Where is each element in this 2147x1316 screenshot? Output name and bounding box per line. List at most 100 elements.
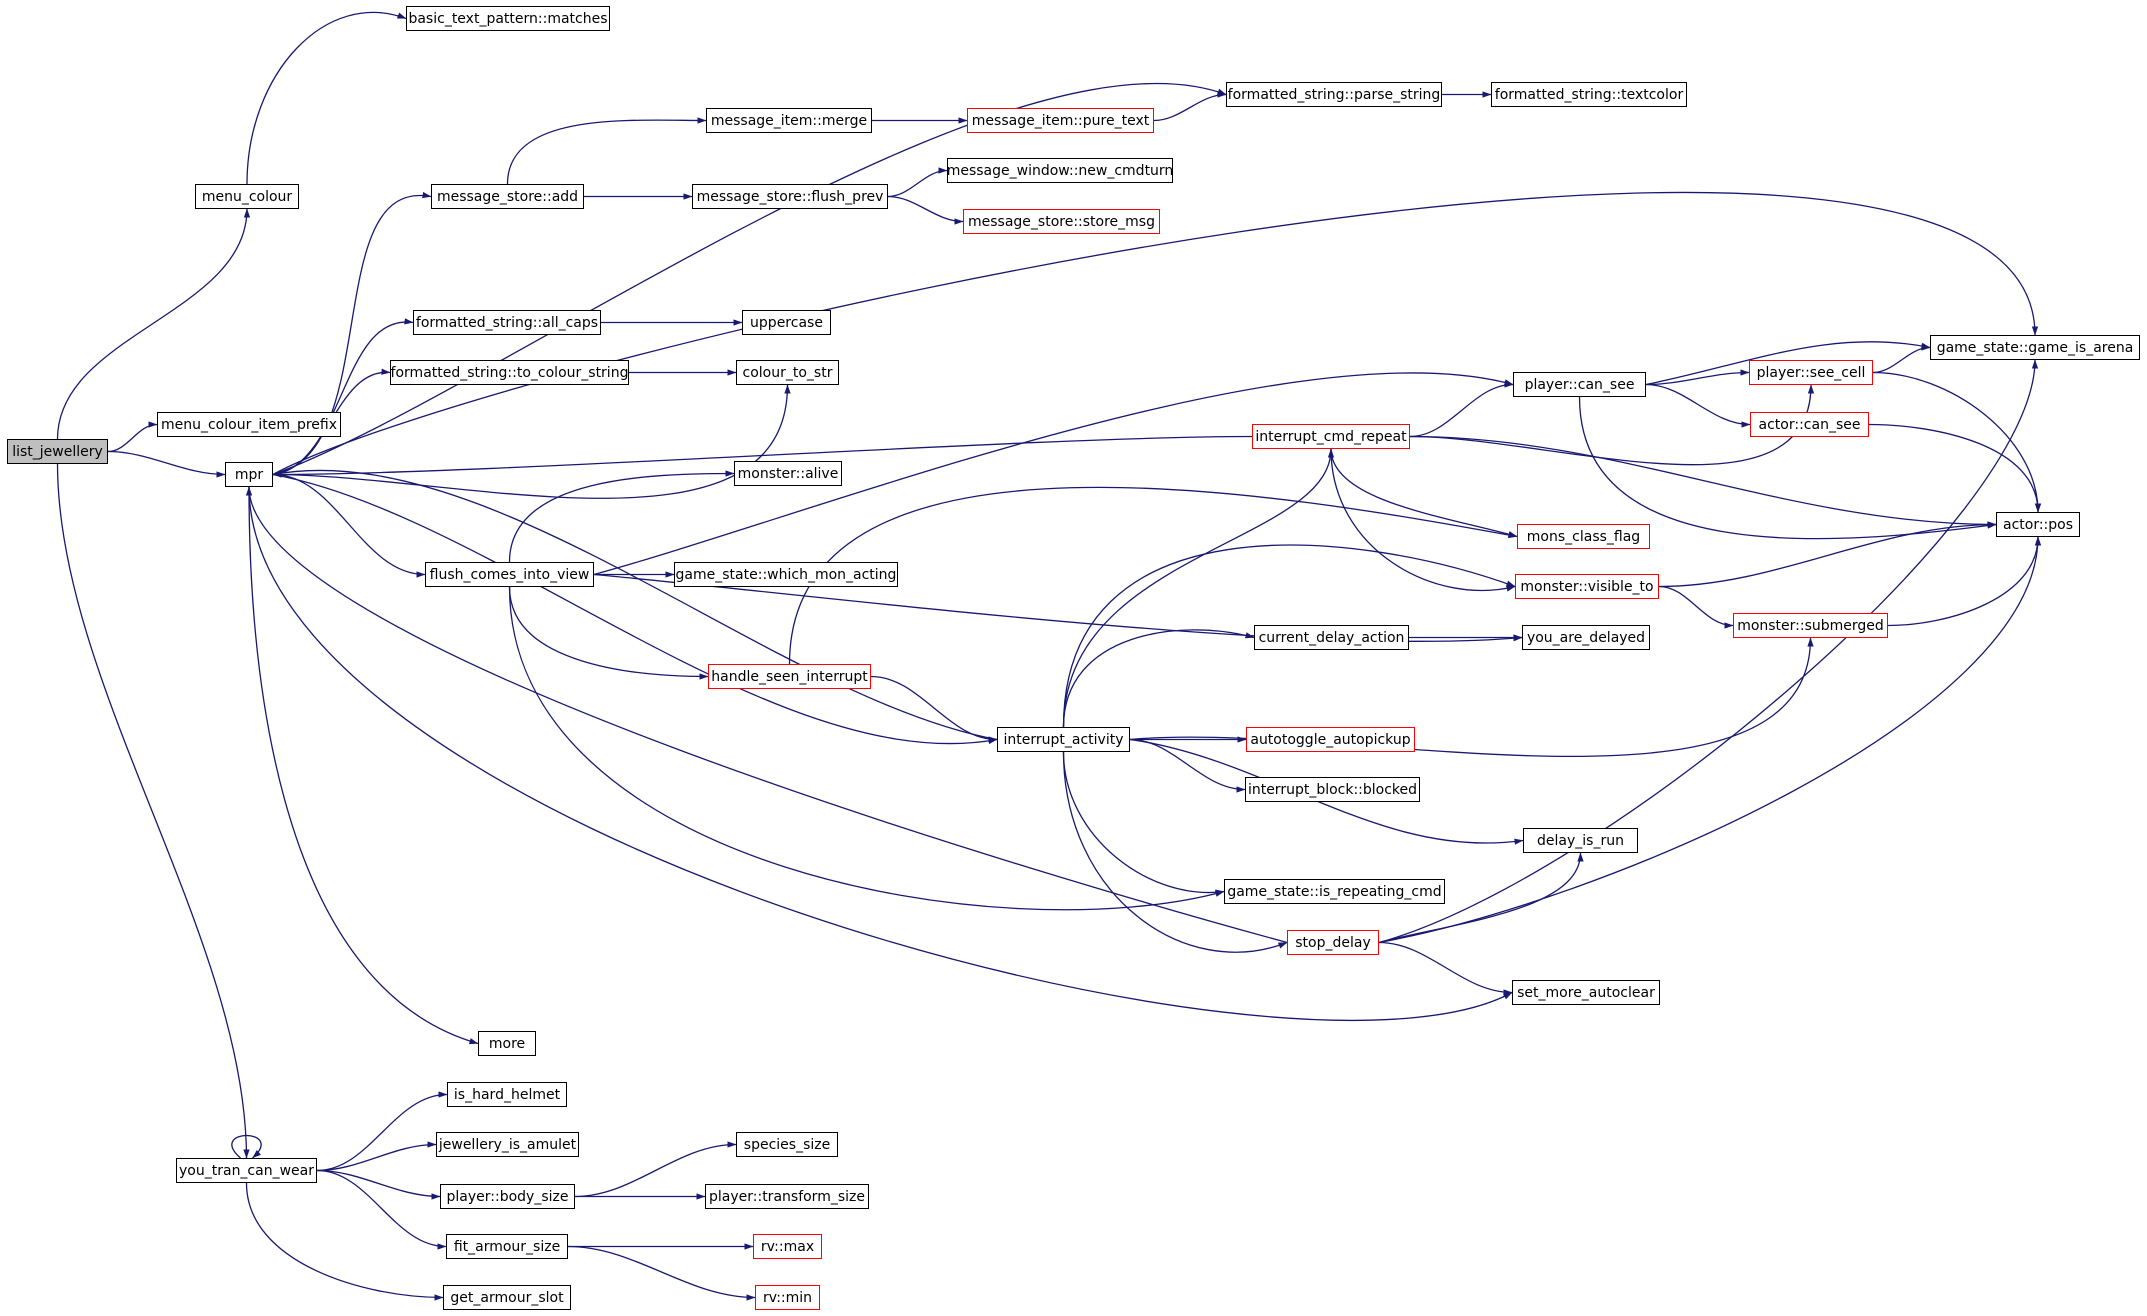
edge-fit-armour-size-to-rv-min	[567, 1245, 756, 1301]
edge-message-item-pure-text-to-formatted-string-parse-string	[1153, 91, 1227, 122]
node-game-state-which-mon-acting[interactable]: game_state::which_mon_acting	[674, 562, 898, 587]
edge-interrupt-activity-to-monster-submerged	[1129, 637, 1814, 758]
edge-list-jewellery-to-menu-colour	[56, 208, 251, 440]
node-rv-max[interactable]: rv::max	[753, 1234, 822, 1259]
node-formatted-string-textcolor[interactable]: formatted_string::textcolor	[1491, 82, 1687, 107]
edge-you-tran-can-wear-to-is-hard-helmet	[316, 1091, 448, 1172]
edge-player-can-see-to-actor-can-see	[1645, 383, 1751, 428]
edge-interrupt-cmd-repeat-to-mpr	[272, 435, 1253, 478]
edge-stop-delay-to-actor-pos	[1378, 536, 2042, 944]
node-fit-armour-size[interactable]: fit_armour_size	[446, 1234, 568, 1259]
node-mpr[interactable]: mpr	[225, 462, 273, 487]
node-monster-visible-to[interactable]: monster::visible_to	[1515, 574, 1659, 599]
node-player-see-cell[interactable]: player::see_cell	[1749, 360, 1873, 385]
node-interrupt-cmd-repeat[interactable]: interrupt_cmd_repeat	[1252, 424, 1410, 449]
node-message-store-store-msg[interactable]: message_store::store_msg	[963, 209, 1160, 234]
edge-interrupt-activity-to-interrupt-block-blocked	[1129, 738, 1246, 793]
edge-interrupt-cmd-repeat-to-monster-visible-to	[1330, 448, 1516, 592]
node-actor-pos[interactable]: actor::pos	[1996, 512, 2080, 537]
node-uppercase[interactable]: uppercase	[742, 310, 831, 335]
node-you-are-delayed[interactable]: you_are_delayed	[1522, 625, 1650, 650]
node-interrupt-block-blocked[interactable]: interrupt_block::blocked	[1245, 777, 1420, 802]
edge-you-tran-can-wear-to-jewellery-is-amulet	[316, 1141, 437, 1172]
node-player-transform-size[interactable]: player::transform_size	[705, 1184, 869, 1209]
node-message-store-add[interactable]: message_store::add	[431, 184, 584, 209]
edge-interrupt-activity-to-mpr	[272, 469, 998, 741]
edge-you-tran-can-wear-to-player-body-size	[316, 1169, 441, 1200]
node-flush-comes-into-view[interactable]: flush_comes_into_view	[425, 562, 594, 587]
node-formatted-string-parse-string[interactable]: formatted_string::parse_string	[1226, 82, 1442, 107]
node-actor-can-see[interactable]: actor::can_see	[1750, 412, 1869, 437]
node-message-window-new-cmdturn[interactable]: message_window::new_cmdturn	[947, 158, 1173, 183]
edge-interrupt-cmd-repeat-to-player-can-see	[1409, 381, 1514, 438]
node-autotoggle-autopickup[interactable]: autotoggle_autopickup	[1246, 727, 1415, 752]
edge-player-can-see-to-actor-pos	[1578, 396, 1997, 540]
edge-mpr-to-colour-to-str	[272, 384, 791, 499]
edge-you-tran-can-wear-to-get-armour-slot	[245, 1182, 444, 1301]
node-formatted-string-to-colour-string[interactable]: formatted_string::to_colour_string	[390, 360, 629, 385]
node-basic-text-pattern-matches[interactable]: basic_text_pattern::matches	[406, 6, 610, 31]
node-species-size[interactable]: species_size	[736, 1132, 838, 1157]
edge-mpr-to-more	[248, 486, 479, 1045]
edge-handle-seen-interrupt-to-interrupt-activity	[870, 675, 998, 743]
node-monster-submerged[interactable]: monster::submerged	[1733, 613, 1888, 638]
edge-interrupt-activity-to-game-state-is-repeating-cmd	[1062, 751, 1225, 896]
edge-message-store-flush-prev-to-message-store-store-msg	[887, 195, 964, 225]
edge-list-jewellery-to-mpr	[107, 450, 226, 478]
node-delay-is-run[interactable]: delay_is_run	[1523, 828, 1638, 853]
node-you-tran-can-wear[interactable]: you_tran_can_wear	[176, 1158, 317, 1183]
edge-message-store-flush-prev-to-message-window-new-cmdturn	[887, 167, 948, 198]
edge-player-can-see-to-player-see-cell	[1645, 369, 1750, 386]
edge-stop-delay-to-delay-is-run	[1378, 852, 1584, 944]
edge-you-tran-can-wear-to-you-tran-can-wear	[231, 1134, 262, 1159]
edge-actor-can-see-to-actor-pos	[1868, 423, 2042, 513]
edge-flush-comes-into-view-to-handle-seen-interrupt	[508, 586, 709, 680]
node-game-state-game-is-arena[interactable]: game_state::game_is_arena	[1930, 335, 2140, 360]
edge-stop-delay-to-mpr	[245, 486, 1288, 944]
node-game-state-is-repeating-cmd[interactable]: game_state::is_repeating_cmd	[1224, 879, 1445, 904]
edge-player-body-size-to-species-size	[574, 1141, 737, 1198]
edge-mpr-to-formatted-string-parse-string	[272, 82, 1227, 476]
node-message-item-pure-text[interactable]: message_item::pure_text	[967, 108, 1154, 133]
edge-list-jewellery-to-menu-colour-item-prefix	[107, 421, 158, 453]
node-interrupt-activity[interactable]: interrupt_activity	[997, 727, 1130, 752]
edge-player-see-cell-to-game-state-game-is-arena	[1872, 344, 1931, 374]
node-jewellery-is-amulet[interactable]: jewellery_is_amulet	[436, 1132, 579, 1157]
node-get-armour-slot[interactable]: get_armour_slot	[443, 1285, 571, 1310]
node-player-can-see[interactable]: player::can_see	[1513, 372, 1646, 397]
node-message-store-flush-prev[interactable]: message_store::flush_prev	[692, 184, 888, 209]
edge-flush-comes-into-view-to-monster-alive	[508, 470, 735, 563]
edge-list-jewellery-to-you-tran-can-wear	[56, 463, 250, 1159]
edge-mpr-to-formatted-string-all-caps	[272, 318, 414, 476]
edge-interrupt-activity-to-delay-is-run	[1129, 738, 1524, 845]
edge-stop-delay-to-set-more-autoclear	[1378, 941, 1513, 996]
edge-menu-colour-to-basic-text-pattern-matches	[246, 11, 407, 185]
edge-interrupt-activity-to-monster-visible-to	[1062, 544, 1516, 728]
edge-player-can-see-to-game-state-game-is-arena	[1645, 341, 1931, 386]
node-mons-class-flag[interactable]: mons_class_flag	[1517, 524, 1650, 549]
edge-message-store-add-to-message-item-merge	[506, 117, 707, 185]
node-menu-colour[interactable]: menu_colour	[195, 184, 299, 209]
node-set-more-autoclear[interactable]: set_more_autoclear	[1512, 980, 1660, 1005]
edge-mpr-to-interrupt-activity	[272, 473, 998, 745]
node-colour-to-str[interactable]: colour_to_str	[736, 360, 839, 385]
node-formatted-string-all-caps[interactable]: formatted_string::all_caps	[413, 310, 601, 335]
node-monster-alive[interactable]: monster::alive	[734, 461, 842, 486]
edge-monster-visible-to-to-monster-submerged	[1658, 585, 1734, 629]
node-list-jewellery[interactable]: list_jewellery	[7, 439, 108, 464]
edge-monster-submerged-to-actor-pos	[1887, 536, 2042, 627]
edge-monster-visible-to-to-actor-pos	[1658, 521, 1997, 588]
edge-flush-comes-into-view-to-game-state-is-repeating-cmd	[508, 586, 1225, 911]
node-stop-delay[interactable]: stop_delay	[1287, 930, 1379, 955]
node-is-hard-helmet[interactable]: is_hard_helmet	[447, 1082, 567, 1107]
edge-mpr-to-game-state-game-is-arena	[272, 191, 2039, 476]
node-player-body-size[interactable]: player::body_size	[440, 1184, 575, 1209]
node-message-item-merge[interactable]: message_item::merge	[706, 108, 872, 133]
node-handle-seen-interrupt[interactable]: handle_seen_interrupt	[708, 664, 871, 689]
edge-interrupt-cmd-repeat-to-actor-pos	[1409, 435, 1997, 528]
node-more[interactable]: more	[478, 1031, 536, 1056]
node-menu-colour-item-prefix[interactable]: menu_colour_item_prefix	[157, 412, 341, 437]
node-current-delay-action[interactable]: current_delay_action	[1254, 625, 1409, 650]
node-rv-min[interactable]: rv::min	[755, 1285, 820, 1310]
